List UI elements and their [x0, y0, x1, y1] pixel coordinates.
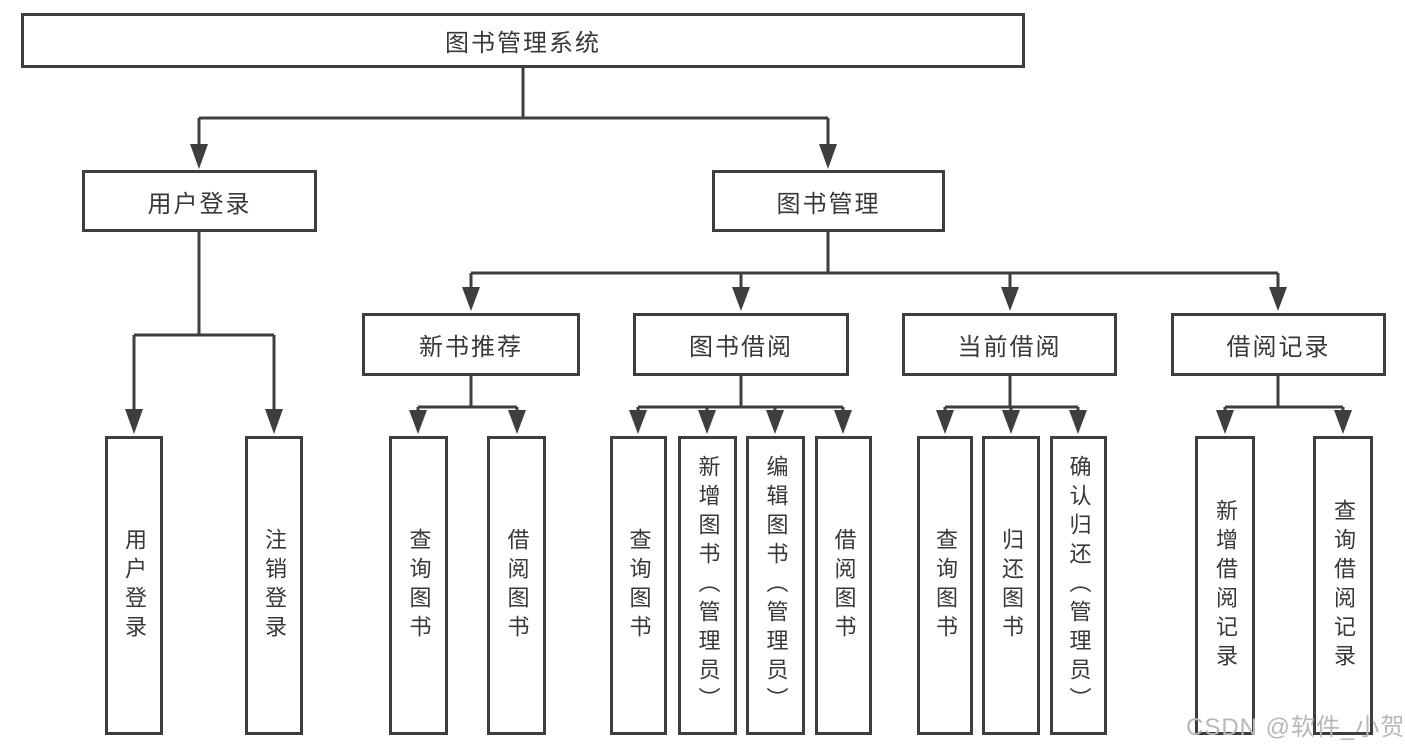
leaf-query-borrow-record: 查询借阅记录 [1313, 436, 1373, 735]
leaf-user-login: 用户登录 [105, 436, 163, 735]
leaf-edit-books-admin: 编辑图书（管理员） [746, 436, 805, 735]
csdn-watermark: CSDN @软件_小贺同学 [1186, 714, 1405, 741]
leaf-confirm-return-admin: 确认归还（管理员） [1050, 436, 1107, 735]
node-book-borrowing: 图书借阅 [633, 313, 849, 376]
leaf-query-books-current: 查询图书 [917, 436, 973, 735]
leaf-borrow-books: 借阅图书 [815, 436, 872, 735]
leaf-query-books-recommend: 查询图书 [389, 436, 448, 735]
leaf-borrow-books-recommend: 借阅图书 [487, 436, 546, 735]
node-current-borrowing: 当前借阅 [902, 313, 1117, 376]
leaf-return-books: 归还图书 [982, 436, 1040, 735]
leaf-query-books-borrowing: 查询图书 [610, 436, 667, 735]
leaf-logout: 注销登录 [245, 436, 303, 735]
node-borrowing-records: 借阅记录 [1171, 313, 1386, 376]
node-book-management: 图书管理 [712, 170, 945, 232]
node-user-login: 用户登录 [82, 170, 317, 232]
leaf-add-borrow-record: 新增借阅记录 [1195, 436, 1255, 735]
node-root-system: 图书管理系统 [21, 13, 1025, 68]
node-new-book-recommend: 新书推荐 [362, 313, 580, 376]
leaf-add-books-admin: 新增图书（管理员） [678, 436, 737, 735]
